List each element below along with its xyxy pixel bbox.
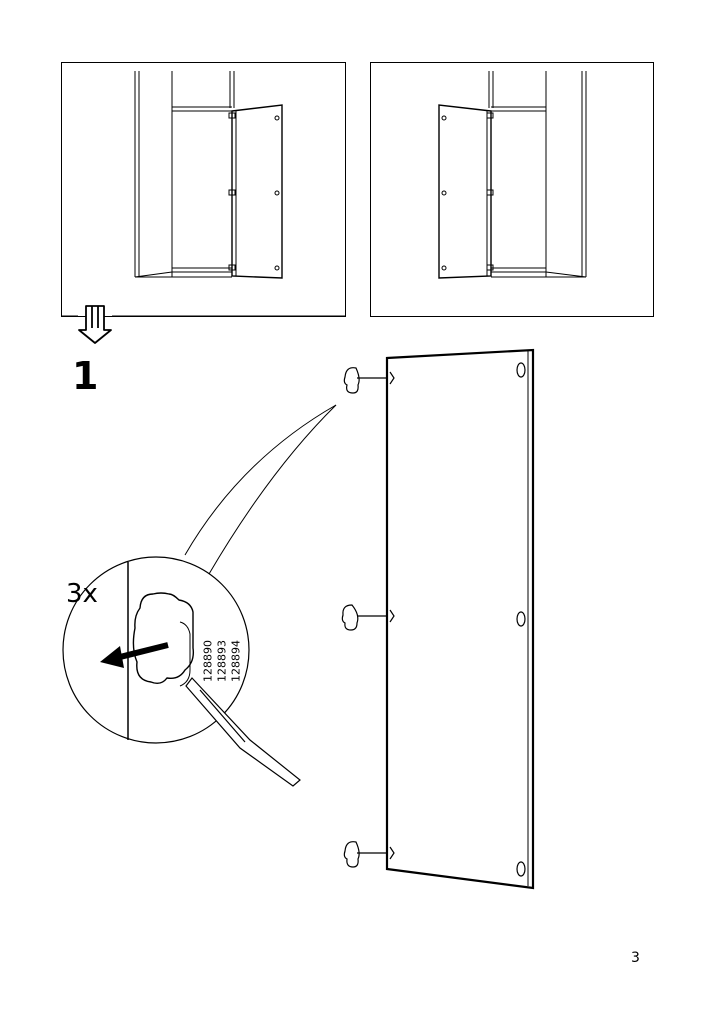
- part-number-text: 128893: [215, 640, 229, 682]
- overview-panel-door-right: [61, 62, 346, 317]
- cabinet-door-right-illustration: [134, 71, 283, 279]
- part-number: 128894: [229, 628, 243, 694]
- hinge-cup-icon: [341, 367, 395, 868]
- page-number: 3: [631, 950, 640, 966]
- door-panel: [385, 348, 535, 890]
- callout-pointer: [184, 404, 337, 575]
- part-number: 128890: [201, 628, 215, 694]
- part-number-text: 128890: [201, 640, 215, 682]
- step-number: 1: [72, 354, 99, 398]
- pull-out-arrow-icon: [100, 642, 169, 668]
- part-number-text: 128894: [229, 640, 243, 682]
- overview-panel-door-left: [370, 62, 654, 317]
- rotate-down-arrow-icon: [78, 305, 112, 344]
- quantity-label: 3x: [66, 579, 98, 609]
- cabinet-door-left-illustration: [438, 71, 587, 279]
- hinge-hole-icon: [516, 362, 526, 877]
- part-number-list: 128890 128893 128894: [196, 628, 256, 694]
- flat-screwdriver-icon: [185, 677, 301, 787]
- part-number: 128893: [215, 628, 229, 694]
